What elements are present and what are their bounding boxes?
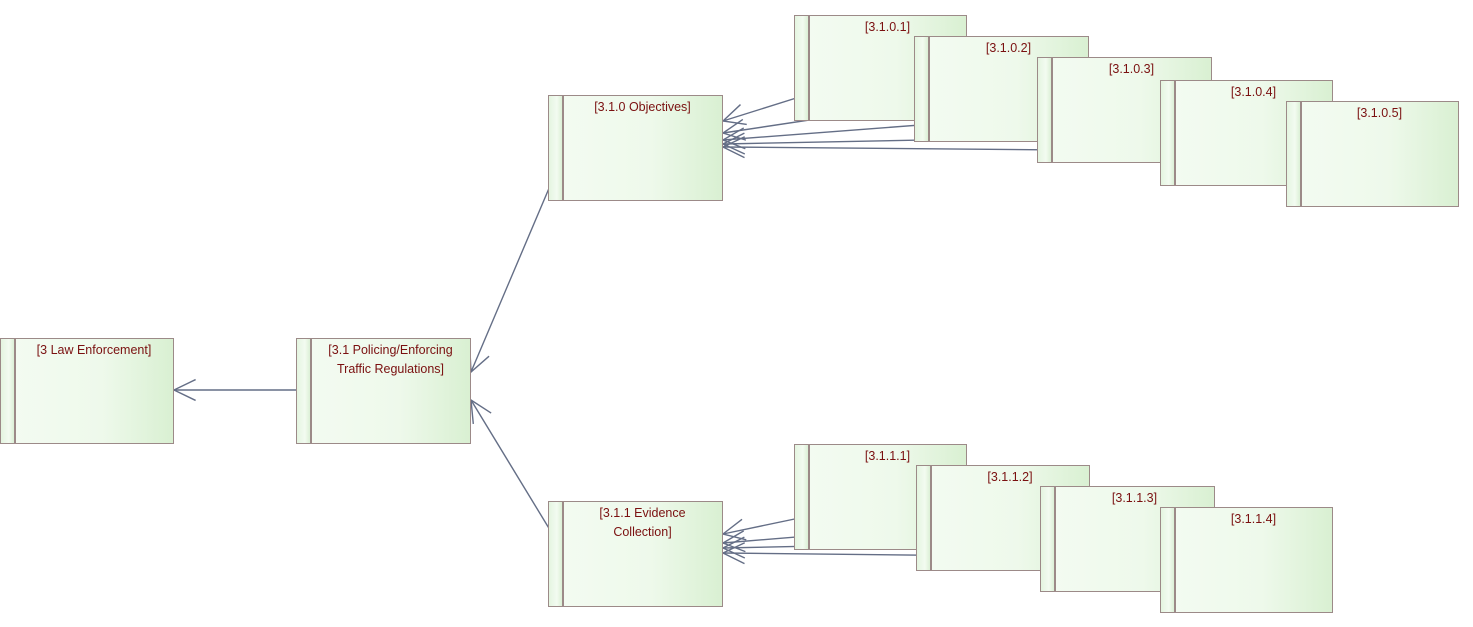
arrowhead-icon <box>721 118 747 141</box>
node-body <box>15 338 174 444</box>
arrowhead-icon <box>721 127 746 150</box>
node-label: [3.1.1.3] <box>1111 491 1158 505</box>
node-label: [3.1.0 Objectives] <box>594 100 691 114</box>
node-body <box>1175 507 1333 613</box>
node-strip <box>0 338 16 444</box>
arrowhead-icon <box>721 518 747 541</box>
node-strip <box>916 465 932 571</box>
node-body <box>563 501 723 607</box>
arrowhead-icon <box>172 378 196 402</box>
node-strip <box>914 36 930 142</box>
node-strip <box>1160 507 1176 613</box>
arrowhead-icon <box>721 136 745 159</box>
node-evidence-collection[interactable]: [3.1.1 Evidence Collection] <box>548 501 723 607</box>
node-strip <box>1040 486 1056 592</box>
node-body <box>563 95 723 201</box>
node-strip <box>548 501 564 607</box>
node-3-1-0-5[interactable]: [3.1.0.5] <box>1286 101 1459 207</box>
node-body <box>1301 101 1459 207</box>
node-label: [3.1.1.4] <box>1230 512 1277 526</box>
arrowhead-icon <box>721 536 746 559</box>
node-label: [3.1.1.1] <box>864 449 911 463</box>
node-label: [3 Law Enforcement] <box>36 343 152 357</box>
arrowhead-icon <box>721 104 747 126</box>
arrowhead-icon <box>721 530 746 553</box>
node-body <box>311 338 471 444</box>
node-label: [3.1.1.2] <box>987 470 1033 484</box>
node-strip <box>1160 80 1176 186</box>
node-objectives[interactable]: [3.1.0 Objectives] <box>548 95 723 201</box>
node-label: [3.1.0.1] <box>864 20 911 34</box>
node-strip <box>794 15 810 121</box>
arrowhead-icon <box>470 398 492 424</box>
node-strip <box>794 444 810 550</box>
node-3-1-1-4[interactable]: [3.1.1.4] <box>1160 507 1333 613</box>
arrowhead-icon <box>721 132 746 155</box>
edge-n31-to-n3[interactable] <box>172 378 311 402</box>
arrowhead-icon <box>469 347 490 374</box>
node-strip <box>1037 57 1053 163</box>
node-strip <box>296 338 312 444</box>
node-policing-enforcing-traffic-regulations[interactable]: [3.1 Policing/Enforcing Traffic Regulati… <box>296 338 471 444</box>
node-label: [3.1.1 Evidence Collection] <box>599 506 686 539</box>
node-label: [3.1.0.3] <box>1108 62 1155 76</box>
node-label: [3.1.0.2] <box>985 41 1032 55</box>
node-strip <box>1286 101 1302 207</box>
arrowhead-icon <box>721 542 746 565</box>
node-strip <box>548 95 564 201</box>
node-label: [3.1.0.4] <box>1230 85 1277 99</box>
node-label: [3.1.0.5] <box>1356 106 1403 120</box>
node-law-enforcement[interactable]: [3 Law Enforcement] <box>0 338 174 444</box>
node-label: [3.1 Policing/Enforcing Traffic Regulati… <box>328 343 453 376</box>
